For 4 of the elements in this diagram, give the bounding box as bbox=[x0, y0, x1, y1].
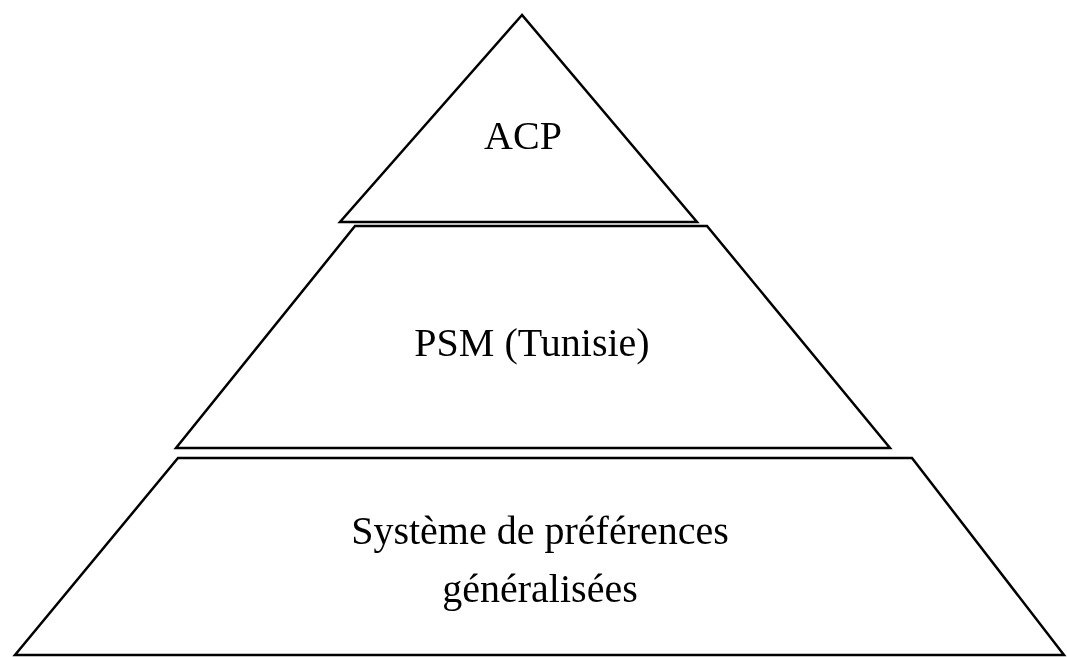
tier-label: PSM (Tunisie) bbox=[414, 319, 650, 367]
pyramid-tier bbox=[12, 456, 1067, 657]
tier-label: Système de préférences généralisées bbox=[350, 507, 730, 613]
tier-label: ACP bbox=[484, 112, 562, 160]
